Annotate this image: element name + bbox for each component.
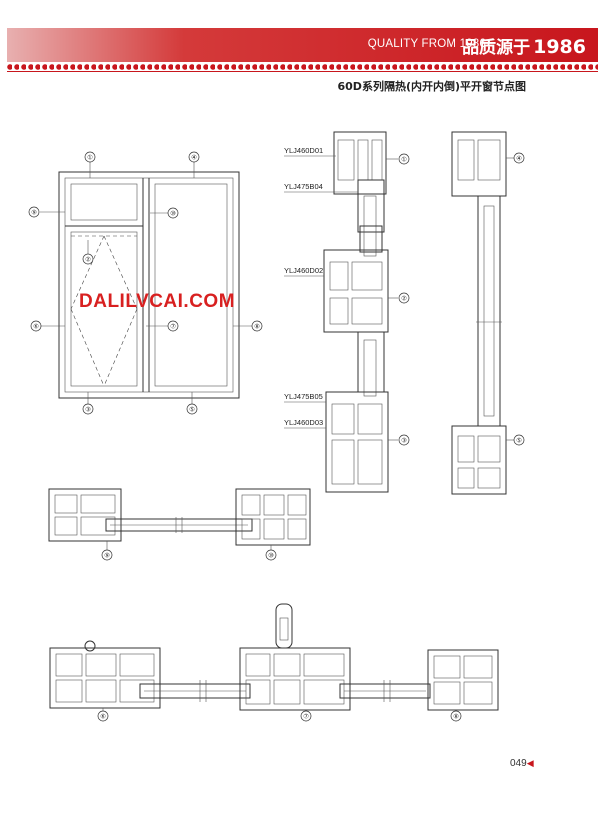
horizontal-section-6-7-8 xyxy=(49,603,499,712)
profile-label-5: YLJ460D03 xyxy=(284,418,324,427)
profile-label-1: YLJ460D01 xyxy=(284,146,324,155)
callout-3: ③ xyxy=(85,406,91,414)
decorative-strip xyxy=(7,62,598,72)
callout-circles: ① ④ ⑨ ⑩ ② ⑥ ⑦ ⑧ ③ ⑤ ① ② ③ ④ ⑤ ⑨ ⑩ ⑥ ⑦ ⑧ xyxy=(28,151,525,722)
page-number: 049◀ xyxy=(510,758,534,769)
page-title: 60D系列隔热(内开内倒)平开窗节点图 xyxy=(337,80,527,93)
brand-cn: 品质源于 xyxy=(462,38,531,58)
callout-1-section: ① xyxy=(401,156,407,164)
callout-9-section: ⑨ xyxy=(104,552,110,560)
callout-10: ⑩ xyxy=(170,210,176,218)
callout-9: ⑨ xyxy=(31,209,37,217)
callout-8-section: ⑧ xyxy=(453,713,459,721)
profile-label-3: YLJ460D02 xyxy=(284,266,324,275)
callout-6-section: ⑥ xyxy=(100,713,106,721)
callout-10-section: ⑩ xyxy=(268,552,274,560)
profile-label-2: YLJ475B04 xyxy=(284,182,323,191)
callout-2: ② xyxy=(85,256,91,264)
callout-1: ① xyxy=(87,154,93,162)
watermark: DALILVCAI.COM xyxy=(79,291,236,312)
window-elevation xyxy=(40,162,252,404)
vertical-section-right xyxy=(451,131,514,495)
brand-year: 1986 xyxy=(533,36,586,58)
callout-5: ⑤ xyxy=(189,406,195,414)
callout-4: ④ xyxy=(191,154,197,162)
callout-5-section: ⑤ xyxy=(516,437,522,445)
callout-3-section: ③ xyxy=(401,437,407,445)
callout-7-section: ⑦ xyxy=(303,713,309,721)
callout-4-section: ④ xyxy=(516,155,522,163)
vertical-section-left xyxy=(284,131,398,493)
header-tagline: QUALITY FROM 1986 xyxy=(367,38,486,50)
callout-2-section: ② xyxy=(401,295,407,303)
profile-label-4: YLJ475B05 xyxy=(284,392,323,401)
callout-7: ⑦ xyxy=(170,323,176,331)
callout-6: ⑥ xyxy=(33,323,39,331)
page-arrow-icon: ◀ xyxy=(526,758,534,768)
page-number-text: 049 xyxy=(510,758,527,769)
header-divider xyxy=(7,71,598,72)
callout-8: ⑧ xyxy=(254,323,260,331)
horizontal-section-9-10 xyxy=(48,488,311,550)
